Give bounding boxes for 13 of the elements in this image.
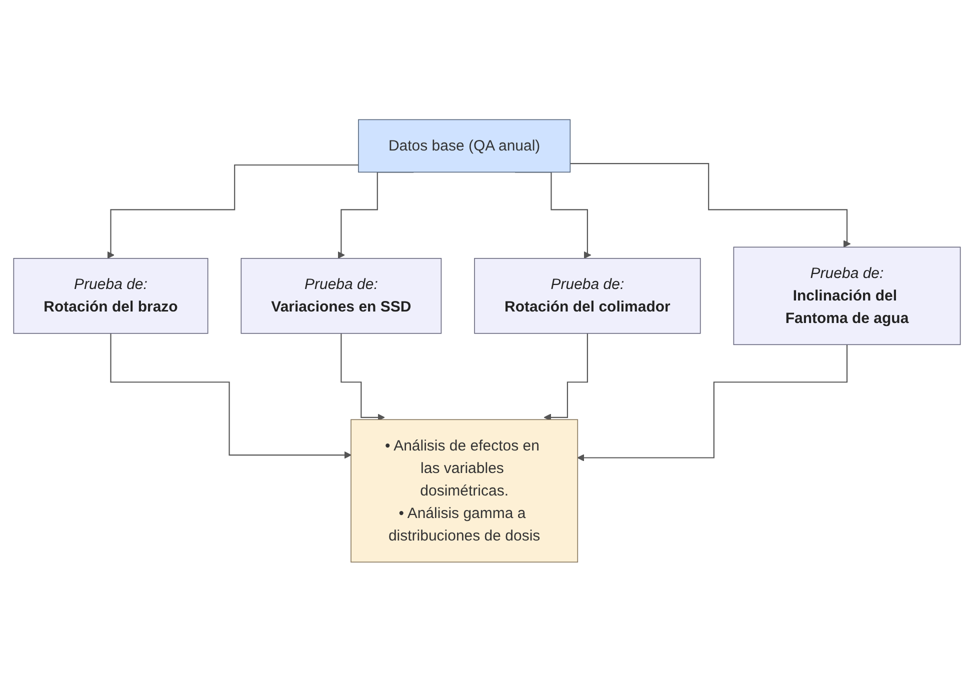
node-box — [474, 258, 701, 334]
flowchart-drawing: Datos base (QA anual) Prueba de: Rotación del brazo Prueba de: Variaciones en SSD Prueba de: Rotación del colimador Prueba de: Inclinación del Fantoma de agua • Análisis de efectos en las variables dosimétricas. • Análisis gamma a distribuciones de dosis — [7, 112, 967, 568]
arrow — [110, 332, 352, 458]
arrow — [340, 332, 385, 421]
arrow — [577, 344, 848, 462]
node-box — [358, 118, 571, 172]
node-box — [13, 258, 208, 334]
arrow — [544, 332, 588, 421]
arrow — [570, 162, 851, 248]
arrow — [107, 164, 358, 258]
node-box — [240, 258, 442, 334]
node-box — [350, 418, 578, 562]
node-box — [733, 246, 961, 345]
